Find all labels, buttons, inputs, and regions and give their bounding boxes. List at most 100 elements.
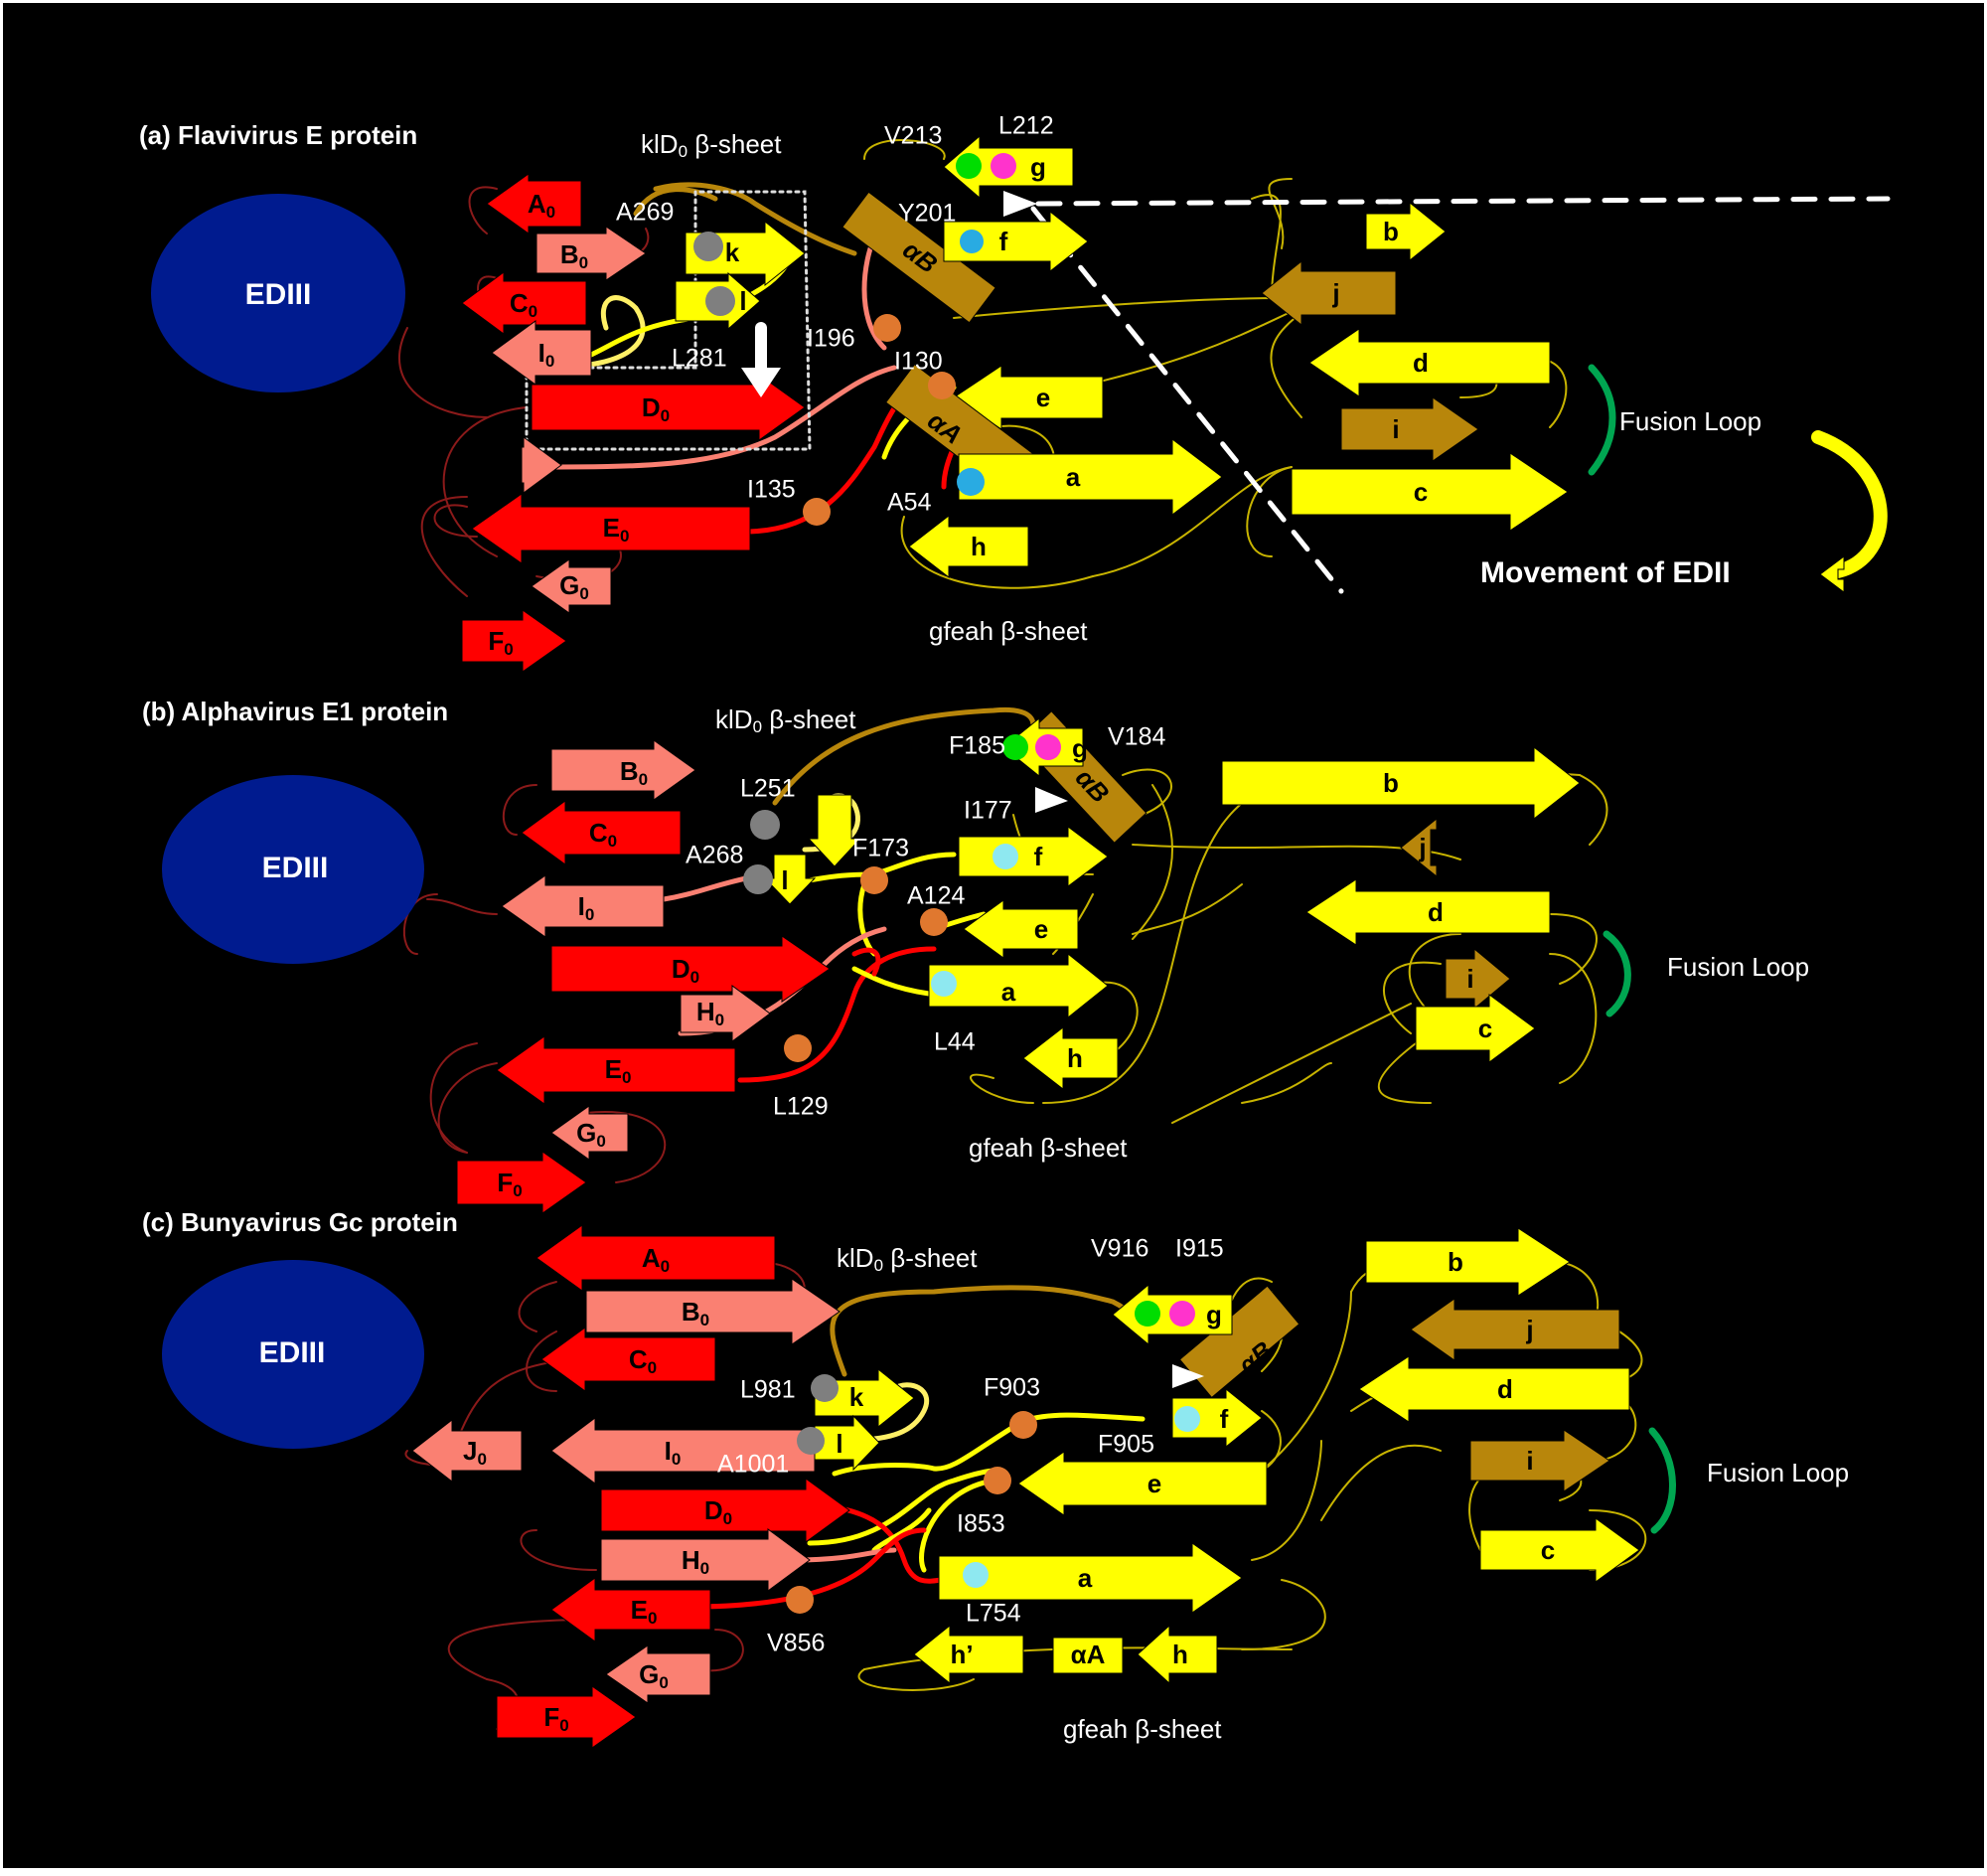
strand-H0-a <box>521 436 562 494</box>
strand-label-c-b: c <box>1478 1014 1492 1043</box>
panel-title-a: (a) Flavivirus E protein <box>139 120 417 150</box>
residue-dot-L981 <box>811 1374 839 1402</box>
strand-label-b-b: b <box>1383 768 1399 798</box>
hinge-line-h-a <box>1035 196 1891 207</box>
strand-j-c <box>1410 1298 1620 1361</box>
residue-dot-I853 <box>984 1467 1011 1494</box>
strand-h-b <box>1022 1025 1119 1091</box>
residue-dot-F185 <box>1002 734 1028 760</box>
residue-dot-I130 <box>928 372 956 399</box>
residue-label-A1001: A1001 <box>717 1451 789 1479</box>
loop-b-16 <box>1549 913 1598 985</box>
panel-title-b: (b) Alphavirus E1 protein <box>142 697 448 726</box>
strand-label-E0-b: E0 <box>605 1054 632 1088</box>
residue-label-F903: F903 <box>984 1374 1040 1402</box>
loop-a-17 <box>900 516 1094 589</box>
strand-i-c <box>1469 1429 1610 1492</box>
residue-dot-L44 <box>931 971 957 997</box>
strand-d-b <box>1305 878 1551 946</box>
edIII-label-c: EDIII <box>259 1336 326 1369</box>
loop-a-15 <box>1246 466 1293 557</box>
loop-c-4 <box>520 1529 597 1571</box>
strand-label-e-c: e <box>1147 1469 1161 1498</box>
strand-b-b <box>1221 745 1581 821</box>
strand-G0-b <box>550 1105 629 1161</box>
strand-c-c <box>1479 1517 1640 1583</box>
loop-a-7 <box>442 406 528 557</box>
loop-c-6 <box>694 1629 744 1672</box>
loop-b-21 <box>1241 1062 1332 1104</box>
helix-alphaB-a <box>841 191 996 324</box>
strand-c-a <box>1291 452 1569 532</box>
loop-a-1 <box>468 186 498 234</box>
strand-label-k-a: k <box>725 237 740 267</box>
strand-label-D0-a: D0 <box>642 392 670 426</box>
strand-b-c <box>1365 1227 1571 1297</box>
sheet-top-label-b: klD0 β-sheet <box>715 704 856 737</box>
strand-C0-b <box>521 800 682 865</box>
strand-label-E0-a: E0 <box>603 513 630 547</box>
strand-label-b-a: b <box>1383 217 1399 246</box>
strand-label-E0-c: E0 <box>631 1595 658 1629</box>
strand-label-i-b: i <box>1466 964 1473 994</box>
strand-label-f-c: f <box>1220 1404 1229 1434</box>
residue-label-V213: V213 <box>884 122 942 150</box>
strand-k-c <box>814 1367 915 1429</box>
strand-label-F0-a: F0 <box>488 626 513 660</box>
strand-f-c <box>1171 1387 1263 1449</box>
strand-label-I0-a: I0 <box>538 338 555 372</box>
loop-b-12 <box>1042 824 1223 1104</box>
alphaB-loop-b <box>772 706 1036 806</box>
strand-B0-b <box>550 739 696 801</box>
residue-label-I177: I177 <box>964 797 1012 825</box>
residue-label-L981: L981 <box>740 1376 796 1404</box>
strand-A0-c <box>535 1224 776 1292</box>
edIII-label-b: EDIII <box>262 852 329 884</box>
residue-label-L129: L129 <box>773 1093 829 1121</box>
fusion-loop-a <box>1588 364 1616 476</box>
strand-label-g-c: g <box>1206 1300 1222 1329</box>
strand-label-c-a: c <box>1414 477 1428 507</box>
strand-label-C0-b: C0 <box>589 818 617 852</box>
strand-e-b <box>963 899 1079 959</box>
strand-label-G0-b: G0 <box>576 1118 606 1152</box>
strand-label-a-c: a <box>1078 1563 1093 1593</box>
strand-label-B0-a: B0 <box>560 239 588 273</box>
strand-label-A0-a: A0 <box>528 189 555 223</box>
residue-dot-A54 <box>957 468 985 496</box>
helix-label-alphaA-c: αA <box>1071 1640 1106 1669</box>
residue-dot-I135 <box>803 498 831 526</box>
strand-label-H0-b: H0 <box>696 997 724 1030</box>
secondary-structure-elements <box>151 134 1845 1749</box>
strand-label-i-a: i <box>1392 414 1399 444</box>
strand-h-c <box>1137 1624 1218 1685</box>
residue-label-I915: I915 <box>1175 1235 1224 1263</box>
e0-loop-b <box>737 946 937 1083</box>
loop-c-12 <box>1261 1291 1352 1472</box>
residue-dot-L281 <box>705 286 735 316</box>
strand-label-a-b: a <box>1001 977 1016 1007</box>
strand-H0-b <box>680 985 771 1042</box>
strand-label-h-a: h <box>971 532 987 561</box>
loop-b-9 <box>1132 784 1173 940</box>
strand-hp-c <box>913 1624 1024 1685</box>
strand-label-C0-a: C0 <box>510 288 537 322</box>
loop-c-16 <box>1251 1440 1322 1561</box>
strand-label-J0-c: J0 <box>463 1436 487 1470</box>
strand-label-B0-b: B0 <box>620 756 648 790</box>
loop-a-18 <box>1092 466 1293 577</box>
loop-b-20 <box>1377 1042 1432 1104</box>
strand-label-H0-c: H0 <box>682 1545 709 1579</box>
fusion-loop-c <box>1648 1427 1676 1534</box>
residue-label-F905: F905 <box>1098 1431 1154 1459</box>
strand-label-e-a: e <box>1036 383 1050 412</box>
strand-label-l-c: l <box>836 1429 842 1459</box>
strand-label-G0-c: G0 <box>639 1659 669 1693</box>
strand-label-D0-c: D0 <box>704 1495 732 1529</box>
k-l-loop-a <box>543 295 646 371</box>
loop-b-18 <box>1382 961 1442 1034</box>
strand-label-g-a: g <box>1030 152 1046 182</box>
strand-label-f-b: f <box>1034 842 1043 871</box>
strand-I0-c <box>550 1417 816 1485</box>
